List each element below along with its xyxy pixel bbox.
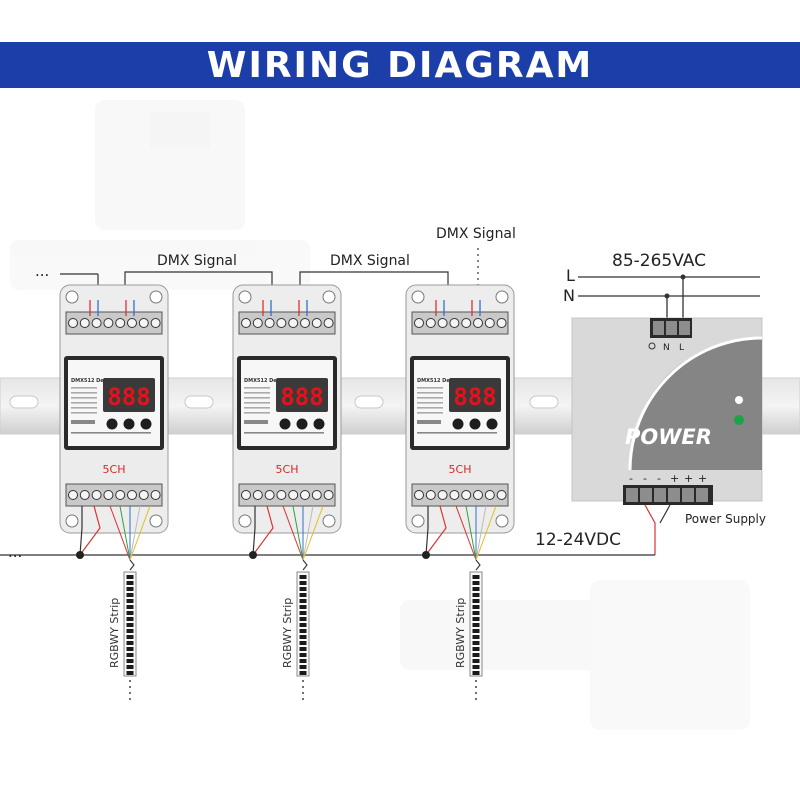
- ps-term-3: -: [657, 472, 661, 485]
- strip-label: RGBWY Strip: [281, 598, 294, 668]
- watermark-ghost-top: [10, 100, 310, 290]
- decoder-model: DMX512 Decoder: [244, 378, 293, 384]
- ps-n-label: N: [663, 343, 670, 353]
- channel-label: 5CH: [276, 463, 299, 476]
- decoder-model: DMX512 Decoder: [71, 378, 120, 384]
- display-digits: 888: [280, 383, 323, 411]
- decoder-button-3[interactable]: [313, 418, 325, 430]
- seven-segment-display: [103, 378, 155, 412]
- display-digits: 888: [453, 383, 496, 411]
- decoder-button-3[interactable]: [486, 418, 498, 430]
- decoder-button-1[interactable]: [452, 418, 464, 430]
- dmx-signal-label-3: DMX Signal: [436, 226, 516, 242]
- title-banner: WIRING DIAGRAM: [0, 42, 800, 88]
- strip-label: RGBWY Strip: [454, 598, 467, 668]
- ps-term-6: +: [698, 472, 707, 485]
- rgbwy-strip: RGBWY Strip: [454, 571, 483, 677]
- power-supply: N L POWER - - - + + +: [571, 317, 763, 505]
- decoder-button-1[interactable]: [106, 418, 118, 430]
- dc-output-wire: [0, 504, 671, 556]
- ps-l-label: L: [679, 343, 684, 353]
- ac-voltage-label: 85-265VAC: [612, 251, 706, 271]
- line-n-label: N: [563, 286, 575, 305]
- dmx-ellipsis-left: ...: [35, 262, 49, 280]
- display-digits: 888: [107, 383, 150, 411]
- dmx-signal-label-1: DMX Signal: [157, 253, 237, 269]
- ac-mains: [578, 276, 760, 322]
- bus-junction: [76, 551, 84, 559]
- power-word: POWER: [625, 425, 712, 449]
- channel-label: 5CH: [449, 463, 472, 476]
- decoder-button-2[interactable]: [296, 418, 308, 430]
- dc-voltage-label: 12-24VDC: [535, 530, 621, 550]
- seven-segment-display: [276, 378, 328, 412]
- decoder-button-3[interactable]: [140, 418, 152, 430]
- rgbwy-strip: RGBWY Strip: [281, 571, 310, 677]
- ps-term-5: +: [684, 472, 693, 485]
- ps-term-2: -: [643, 472, 647, 485]
- strip-label: RGBWY Strip: [108, 598, 121, 668]
- bus-junction: [249, 551, 257, 559]
- rgbwy-strip: RGBWY Strip: [108, 571, 137, 677]
- seven-segment-display: [449, 378, 501, 412]
- dmx-signal-label-2: DMX Signal: [330, 253, 410, 269]
- junction-l: [680, 274, 686, 280]
- decoder-button-1[interactable]: [279, 418, 291, 430]
- decoder-button-2[interactable]: [123, 418, 135, 430]
- junction-n: [664, 293, 670, 299]
- bus-ellipsis-left: ...: [8, 543, 22, 561]
- power-indicator-green: [734, 415, 744, 425]
- ps-term-4: +: [670, 472, 679, 485]
- ps-term-1: -: [629, 472, 633, 485]
- power-indicator-white: [735, 396, 743, 404]
- decoder-model: DMX512 Decoder: [417, 378, 466, 384]
- power-supply-label: Power Supply: [685, 512, 766, 526]
- watermark-ghost-bottom: [400, 580, 750, 730]
- line-l-label: L: [566, 266, 575, 285]
- page-title: WIRING DIAGRAM: [206, 44, 594, 86]
- channel-label: 5CH: [103, 463, 126, 476]
- bus-junction: [422, 551, 430, 559]
- decoder-button-2[interactable]: [469, 418, 481, 430]
